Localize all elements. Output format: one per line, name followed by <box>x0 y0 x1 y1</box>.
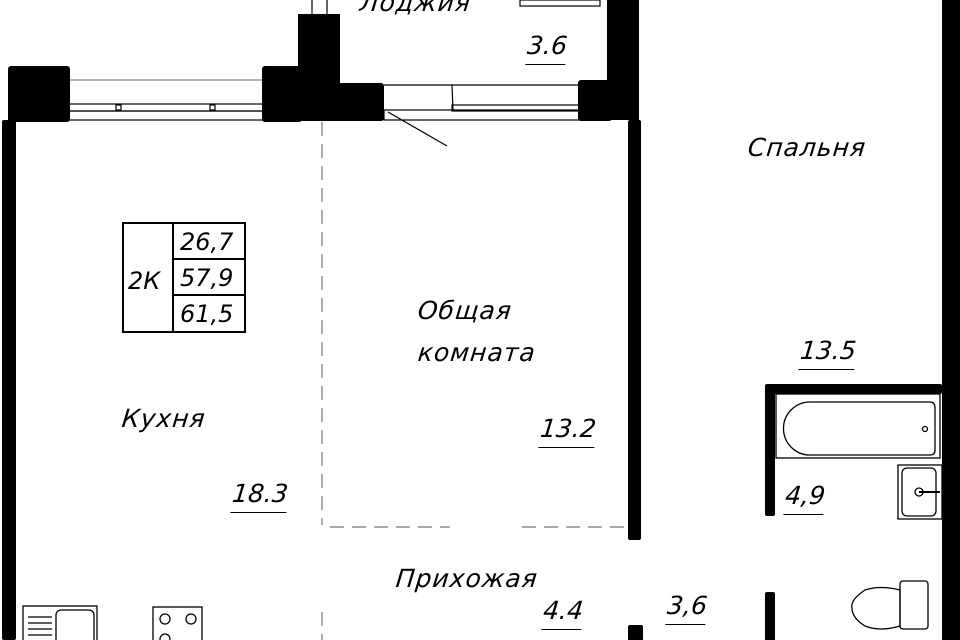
hall-area: 4.4 <box>541 596 585 630</box>
bathtub <box>775 393 941 459</box>
loggia-label: Лоджия <box>358 0 473 17</box>
wall-bath-top <box>765 384 942 394</box>
total-area-value: 57,9 <box>174 260 244 296</box>
pier-loggia-right <box>578 80 612 121</box>
door-swing <box>387 111 448 147</box>
wall-hall-right <box>628 625 643 640</box>
bedroom-label: Спальня <box>746 133 868 162</box>
stove <box>152 606 203 640</box>
bathroom-area: 4,9 <box>783 481 827 515</box>
pier-left <box>8 66 70 122</box>
wall-bath-left <box>765 390 775 516</box>
sink <box>897 464 943 520</box>
living-label-line1: Общая <box>416 296 514 325</box>
wall-left <box>2 120 16 640</box>
kitchen-sink <box>22 605 98 640</box>
apartment-spec-box: 2К 26,7 57,9 61,5 <box>122 222 246 333</box>
hall-label: Прихожая <box>394 564 540 593</box>
living-label-line2: комната <box>416 338 538 367</box>
wall-loggia-right <box>607 0 639 120</box>
column-loggia <box>298 14 340 96</box>
windows <box>67 0 601 121</box>
kitchen-label: Кухня <box>120 404 208 433</box>
loggia-area: 3.6 <box>525 31 569 65</box>
toilet <box>851 580 929 630</box>
wall-toilet-left <box>765 592 775 640</box>
kitchen-area: 18.3 <box>230 479 290 513</box>
corridor-area: 3,6 <box>665 591 709 625</box>
wall-right <box>942 0 960 640</box>
total-with-loggia-value: 61,5 <box>180 300 234 328</box>
pier-loggia-left <box>280 83 384 121</box>
living-area: 13.2 <box>538 414 598 448</box>
bedroom-area: 13.5 <box>798 336 858 370</box>
zone-dividers <box>321 122 628 640</box>
wall-living-right <box>628 120 641 540</box>
living-area-value: 26,7 <box>174 224 244 260</box>
apartment-type: 2К <box>128 267 161 295</box>
